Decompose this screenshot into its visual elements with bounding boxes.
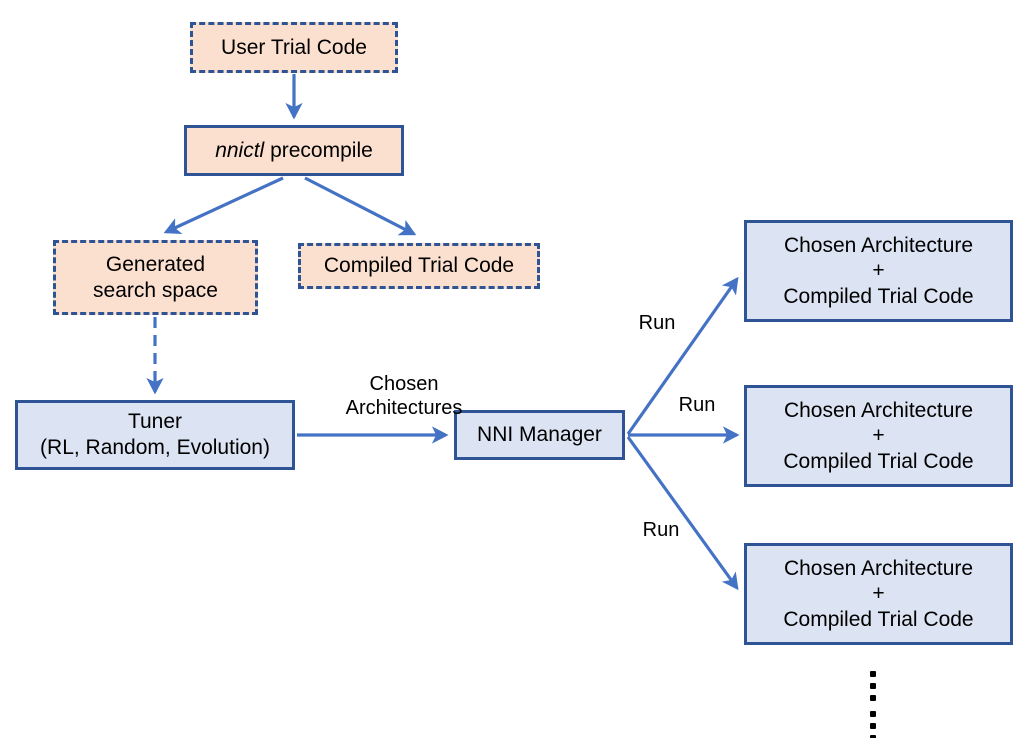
more-trials-ellipsis-upper [869,671,876,701]
node-nnictl-precompile-emphasis: nnictl [215,138,265,162]
ellipsis-dot [869,711,876,717]
ellipsis-dot [869,683,876,689]
node-generated-search-space[interactable]: Generated search space [53,240,258,315]
node-compiled-trial-code[interactable]: Compiled Trial Code [298,243,540,289]
node-nni-manager-label: NNI Manager [477,423,602,447]
more-trials-ellipsis-lower [869,711,876,738]
edge-label-run-2: Run [678,394,716,416]
node-user-trial-code[interactable]: User Trial Code [190,22,398,73]
node-compiled-trial-code-label: Compiled Trial Code [323,254,515,278]
ellipsis-dot [869,695,876,701]
node-user-trial-code-label: User Trial Code [221,35,367,59]
node-trial-3-label: Chosen Architecture + Compiled Trial Cod… [783,556,974,631]
connector-nnimanager-to-trial3 [626,436,739,591]
ellipsis-dot [869,735,876,738]
edge-label-run-1: Run [638,312,676,334]
node-nni-manager[interactable]: NNI Manager [454,410,625,460]
node-trial-1[interactable]: Chosen Architecture + Compiled Trial Cod… [744,220,1013,322]
ellipsis-dot [869,671,876,677]
node-trial-2[interactable]: Chosen Architecture + Compiled Trial Cod… [744,385,1013,487]
connector-nnictl-to-searchspace [163,176,284,234]
node-generated-search-space-label: Generated search space [93,252,218,302]
node-nnictl-precompile[interactable]: nnictl precompile [184,125,404,176]
node-nnictl-precompile-label: precompile [264,138,373,162]
ellipsis-dot [869,723,876,729]
node-trial-2-label: Chosen Architecture + Compiled Trial Cod… [783,398,974,473]
edge-label-run-3: Run [642,519,680,541]
node-tuner[interactable]: Tuner (RL, Random, Evolution) [15,400,295,470]
node-trial-3[interactable]: Chosen Architecture + Compiled Trial Cod… [744,543,1013,645]
connector-nnictl-to-compiledcode [304,176,417,236]
node-tuner-label: Tuner (RL, Random, Evolution) [40,410,270,459]
edge-label-chosen-architectures: Chosen Architectures [345,373,463,419]
node-trial-1-label: Chosen Architecture + Compiled Trial Cod… [783,233,974,308]
